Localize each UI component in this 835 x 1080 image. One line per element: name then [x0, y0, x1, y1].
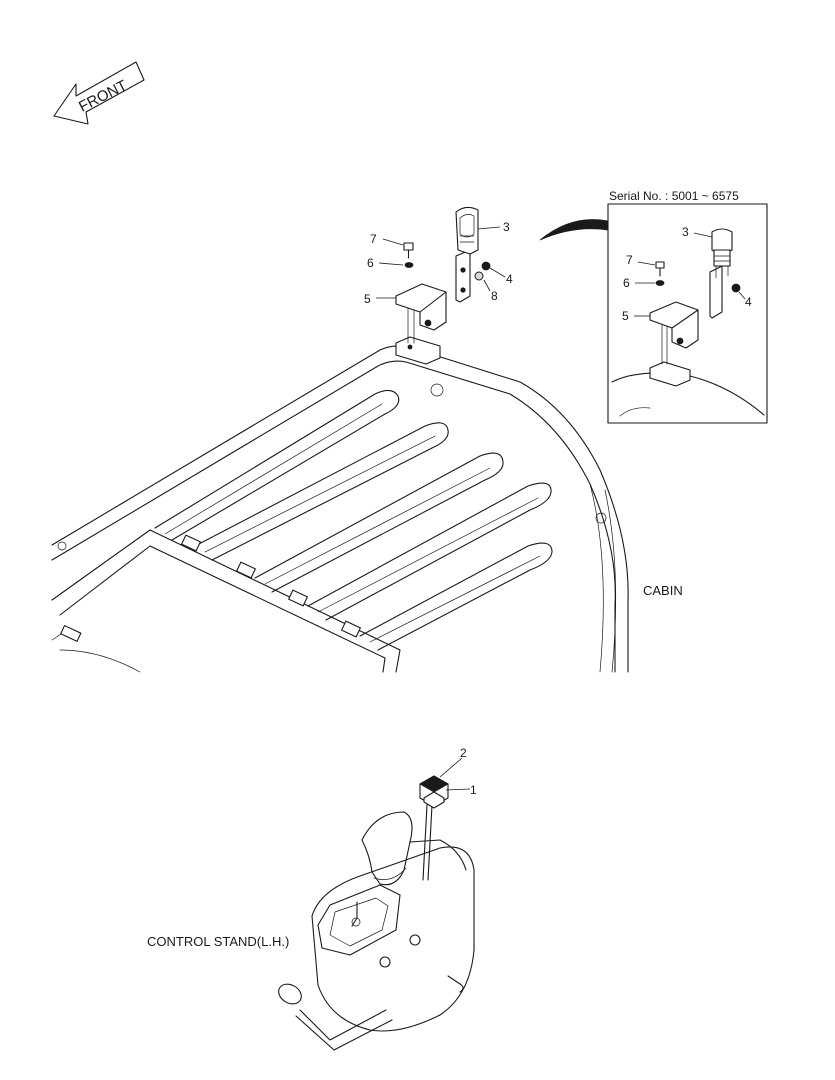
cabin-roof — [51, 336, 629, 673]
inset-panel: Serial No. : 5001 ~ 6575 3 7 6 5 4 — [607, 189, 768, 424]
callout-6: 6 — [367, 256, 374, 270]
washer-icon — [404, 262, 414, 268]
front-label: FRONT — [76, 77, 130, 116]
inset-callout-3: 3 — [682, 225, 689, 239]
control-callout-1: 1 — [470, 783, 477, 797]
inset-callout-5: 5 — [622, 309, 629, 323]
inset-callout-6: 6 — [623, 276, 630, 290]
callout-3: 3 — [503, 220, 510, 234]
switch-assembly: 2 1 — [419, 746, 477, 809]
callout-4: 4 — [506, 272, 513, 286]
bolt-icon — [403, 242, 414, 259]
inset-title: Serial No. : 5001 ~ 6575 — [609, 189, 739, 203]
inset-callout-7: 7 — [626, 253, 633, 267]
callout-5: 5 — [364, 292, 371, 306]
control-stand-caption: CONTROL STAND(L.H.) — [147, 934, 289, 949]
control-callout-2: 2 — [460, 746, 467, 760]
cabin-caption: CABIN — [643, 583, 683, 598]
beacon-assembly-main: 7 6 5 3 4 8 — [364, 206, 513, 344]
inset-callout-4: 4 — [745, 295, 752, 309]
control-stand — [278, 804, 475, 1051]
inset-pointer — [539, 219, 609, 241]
front-arrow: FRONT — [53, 61, 145, 125]
callout-8: 8 — [491, 289, 498, 303]
callout-7: 7 — [370, 232, 377, 246]
